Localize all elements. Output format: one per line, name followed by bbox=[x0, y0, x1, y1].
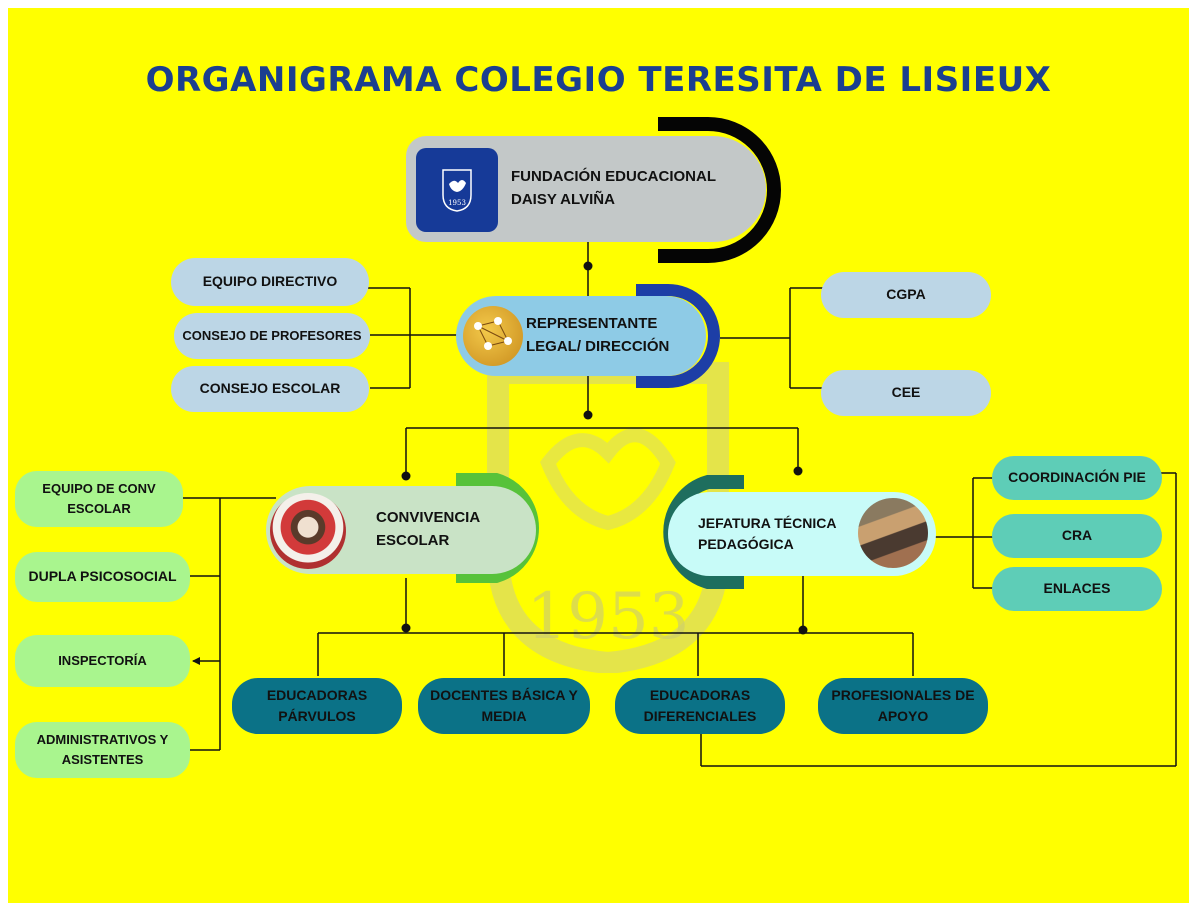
direction-arc bbox=[636, 284, 720, 388]
page-title: ORGANIGRAMA COLEGIO TERESITA DE LISIEUX bbox=[145, 60, 1052, 100]
council-equipo-directivo: EQUIPO DIRECTIVO bbox=[171, 258, 369, 306]
team-coordinacion-pie: COORDINACIÓN PIE bbox=[992, 456, 1162, 500]
team-equipo-conv-escolar-line2: ESCOLAR bbox=[67, 500, 131, 516]
staff-docentes-basica-media-line1: DOCENTES BÁSICA Y bbox=[430, 686, 578, 703]
team-dupla-psicosocial-label: DUPLA PSICOSOCIAL bbox=[28, 568, 177, 585]
staff-educadoras-parvulos-line2: PÁRVULOS bbox=[278, 708, 356, 724]
jefatura-line1: JEFATURA TÉCNICA bbox=[698, 514, 837, 531]
foundation-line1: FUNDACIÓN EDUCACIONAL bbox=[511, 168, 716, 186]
team-equipo-conv-escolar-line1: EQUIPO DE CONV bbox=[42, 481, 156, 497]
direction-line1: REPRESENTANTE bbox=[526, 315, 658, 333]
network-photo bbox=[463, 306, 523, 366]
convivencia-line1: CONVIVENCIA bbox=[376, 509, 481, 527]
convivencia-line2: ESCOLAR bbox=[376, 532, 450, 549]
staff-educadoras-diferenciales-line2: DIFERENCIALES bbox=[643, 708, 757, 724]
team-administrativos: ADMINISTRATIVOS Y ASISTENTES bbox=[15, 722, 190, 778]
foundation-line2: DAISY ALVIÑA bbox=[511, 191, 615, 208]
team-administrativos-line1: ADMINISTRATIVOS Y bbox=[36, 732, 169, 748]
jefatura-line2: PEDAGÓGICA bbox=[698, 536, 794, 552]
council-cee: CEE bbox=[821, 370, 991, 416]
foundation-arc bbox=[658, 117, 781, 263]
staff-educadoras-diferenciales: EDUCADORAS DIFERENCIALES bbox=[615, 678, 785, 734]
watermark-shield: 1953 bbox=[487, 362, 729, 673]
team-administrativos-line2: ASISTENTES bbox=[61, 751, 144, 767]
council-consejo-escolar: CONSEJO ESCOLAR bbox=[171, 366, 369, 412]
team-dupla-psicosocial: DUPLA PSICOSOCIAL bbox=[15, 552, 190, 602]
staff-docentes-basica-media: DOCENTES BÁSICA Y MEDIA bbox=[418, 678, 590, 734]
watermark-year: 1953 bbox=[527, 580, 690, 654]
staff-profesionales-apoyo-line2: APOYO bbox=[877, 708, 929, 724]
staff-educadoras-parvulos: EDUCADORAS PÁRVULOS bbox=[232, 678, 402, 734]
staff-docentes-basica-media-line2: MEDIA bbox=[481, 708, 527, 724]
network-icon bbox=[474, 317, 512, 350]
direction-line2: LEGAL/ DIRECCIÓN bbox=[526, 338, 670, 355]
classroom-photo bbox=[858, 498, 928, 568]
team-cra: CRA bbox=[992, 514, 1162, 558]
council-consejo-profesores: CONSEJO DE PROFESORES bbox=[174, 313, 370, 359]
connector-lines bbox=[183, 240, 1177, 767]
council-cgpa: CGPA bbox=[821, 272, 991, 318]
logo-year: 1953 bbox=[448, 199, 466, 207]
team-inspectoria: INSPECTORÍA bbox=[15, 635, 190, 687]
staff-educadoras-parvulos-line1: EDUCADORAS bbox=[266, 686, 368, 703]
students-photo bbox=[270, 493, 346, 569]
school-logo: 1953 bbox=[416, 148, 498, 232]
staff-profesionales-apoyo-line1: PROFESIONALES DE bbox=[831, 686, 975, 703]
team-inspectoria-label: INSPECTORÍA bbox=[58, 652, 147, 668]
team-equipo-conv-escolar: EQUIPO DE CONV ESCOLAR bbox=[15, 471, 183, 527]
dove-shield-icon: 1953 bbox=[442, 169, 472, 212]
org-chart-canvas: 1953 bbox=[8, 8, 1189, 903]
staff-educadoras-diferenciales-line1: EDUCADORAS bbox=[649, 686, 751, 703]
staff-profesionales-apoyo: PROFESIONALES DE APOYO bbox=[818, 678, 988, 734]
team-enlaces: ENLACES bbox=[992, 567, 1162, 611]
